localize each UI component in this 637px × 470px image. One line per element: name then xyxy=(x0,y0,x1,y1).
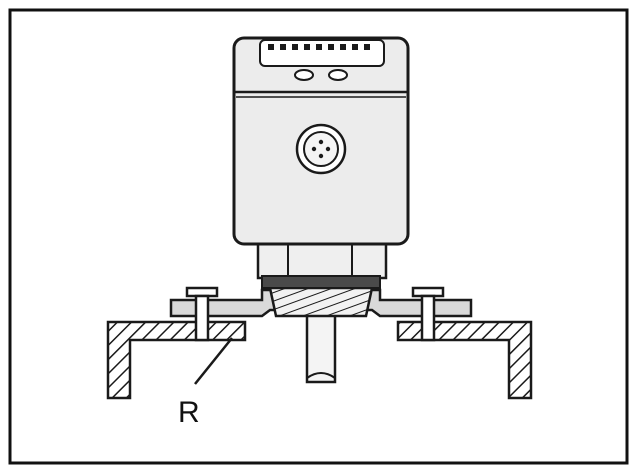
bolt-icon xyxy=(185,286,219,342)
probe-rod xyxy=(305,306,337,384)
connector-socket-icon xyxy=(295,123,347,175)
display-segments xyxy=(268,44,370,50)
housing-neck xyxy=(256,242,388,289)
bolt-icon xyxy=(411,286,445,342)
tank-wall-right xyxy=(396,320,533,400)
tank-wall-left xyxy=(106,320,247,400)
button-right-icon xyxy=(328,69,348,81)
thread-connection xyxy=(268,286,374,318)
figure-frame xyxy=(8,8,629,465)
label-R: R xyxy=(178,396,200,429)
leader-line-R xyxy=(194,337,233,385)
button-left-icon xyxy=(294,69,314,81)
